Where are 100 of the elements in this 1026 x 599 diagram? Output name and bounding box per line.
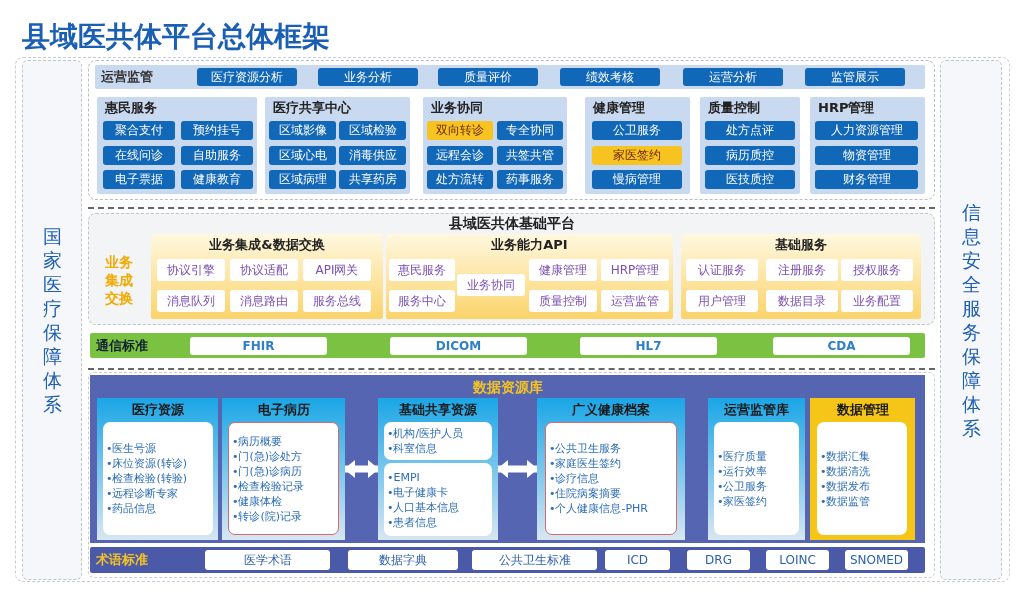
standard-tag: LOINC [766,550,829,570]
list-item: •门(急)诊处方 [232,448,304,464]
data-column-panel [378,398,498,540]
band-title: 运营监管 [101,68,153,86]
module-group-panel [810,97,925,194]
module-tag: 绩效考核 [560,68,660,86]
list-item: •EMPI [387,469,421,485]
list-item: •健康体检 [232,493,284,509]
panel-title: 数据资源库 [471,379,544,397]
platform-panel [88,213,935,325]
standard-tag: 医学术语 [205,550,330,570]
list-item: •床位资源(转诊) [106,456,189,471]
module-tag: 病历质控 [705,146,795,165]
module-tag: 医疗资源分析 [197,68,297,86]
item-list-card [384,422,492,460]
group-title: 医疗共享中心 [273,99,351,117]
double-arrow [344,460,379,478]
module-tag: 药事服务 [497,170,563,189]
standard-tag: 数据字典 [348,550,458,570]
service-tag: API网关 [303,259,371,281]
module-tag: 人力资源管理 [815,121,918,140]
item-list-card [714,422,799,535]
list-item: •诊疗信息 [549,471,601,486]
list-item: •人口基本信息 [387,499,461,515]
data-repository-panel [90,375,925,543]
service-tag: 用户管理 [686,290,758,312]
list-item: •医疗质量 [717,448,769,464]
module-tag: 医技质控 [705,170,795,189]
diagram-title: 县域医共体平台总体框架 [22,19,330,55]
service-tag: 协议引擎 [157,259,225,281]
data-column-panel [222,398,345,540]
module-tag: 预约挂号 [181,121,253,140]
column-heading: 医疗资源 [130,401,185,419]
module-tag: 物资管理 [815,146,918,165]
module-tag: 区域病理 [269,170,336,189]
panel-title: 县域医共体基础平台 [447,215,576,233]
list-item: •转诊(院)记录 [232,508,304,524]
list-item: •医生号源 [106,441,158,456]
module-tag: 自助服务 [181,146,253,165]
standard-tag: FHIR [190,337,327,355]
side-band [22,60,82,580]
item-list-card [228,422,339,535]
list-item: •运行效率 [717,463,769,479]
list-item: •家医签约 [717,493,769,509]
module-tag: 慢病管理 [592,170,682,189]
module-group-panel [97,97,257,194]
data-column-panel [537,398,685,540]
module-tag: 区域检验 [339,121,406,140]
module-group-panel [585,97,690,194]
group-title: 健康管理 [593,99,645,117]
list-item: •患者信息 [387,514,439,530]
group-title: 业务集成&数据交换 [208,236,326,254]
module-tag: 公卫服务 [592,121,682,140]
group-title: 业务能力API [490,236,569,254]
list-item: •药品信息 [106,501,158,516]
list-item: •个人健康信息-PHR [549,501,649,516]
list-item: •住院病案摘要 [549,486,623,501]
service-tag: 授权服务 [841,259,913,281]
standard-tag: ICD [605,550,670,570]
module-tag: 运营分析 [683,68,783,86]
service-tag: 服务总线 [303,290,371,312]
list-item: •门(急)诊病历 [232,463,304,479]
list-item: •远程诊断专家 [106,486,180,501]
list-item: •机构/医护人员 [387,426,465,441]
item-list-card [817,422,907,535]
module-tag: 远程会诊 [427,146,493,165]
group-title: 惠民服务 [105,99,157,117]
service-tag: 认证服务 [686,259,758,281]
side-band [940,60,1002,580]
item-list-card [545,422,677,535]
module-tag: 共享药房 [339,170,406,189]
standard-tag: 公共卫生标准 [472,550,597,570]
group-title: 业务协同 [431,99,483,117]
service-tag: 消息队列 [157,290,225,312]
item-list-card [103,422,213,535]
list-item: •病历概要 [232,433,284,449]
service-tag: 健康管理 [529,259,597,281]
list-item: •检查检验(转验) [106,471,189,486]
column-heading: 电子病历 [256,401,311,419]
standard-band [95,65,925,89]
module-group-panel [265,97,410,194]
standard-tag: HL7 [580,337,717,355]
data-column-panel [97,398,218,540]
module-tag: 处方流转 [427,170,493,189]
data-column-panel [810,398,915,540]
service-tag: 业务协同 [457,274,525,296]
module-tag: 监管展示 [805,68,905,86]
standard-tag: CDA [773,337,910,355]
service-tag: HRP管理 [601,259,669,281]
band-title: 通信标准 [96,336,148,355]
module-tag: 在线问诊 [103,146,175,165]
service-tag: 运营监管 [601,290,669,312]
service-tag: 消息路由 [230,290,298,312]
column-heading: 运营监管库 [723,401,790,419]
band-title: 国家医疗保障体系 [42,224,62,416]
standard-tag: SNOMED [845,550,908,570]
list-item: •家庭医生签约 [549,456,623,471]
module-tag: 质量评价 [438,68,538,86]
list-item: •检查检验记录 [232,478,306,494]
module-tag: 消毒供应 [339,146,406,165]
